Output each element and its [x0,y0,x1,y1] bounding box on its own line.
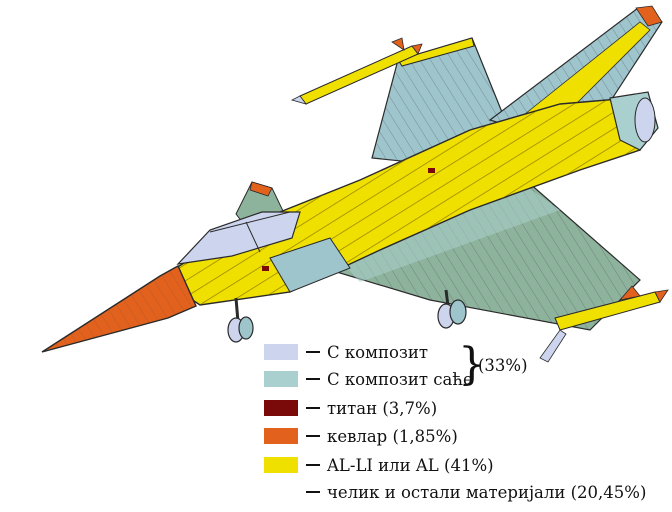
legend-swatch [264,428,298,444]
legend-label: челик и остали материјали (20,45%) [327,482,647,502]
legend-swatch [264,484,298,500]
legend-item-steel-other: челик и остали материјали (20,45%) [264,481,646,503]
legend-swatch [264,457,298,473]
nose-gear [227,297,254,343]
legend-item-titanium: титан (3,7%) [264,397,437,419]
upper-missile [290,37,423,105]
legend-item-c-composite-honeycomb: С композит саће [264,368,473,390]
legend-item-kevlar: кевлар (1,85%) [264,425,458,447]
legend-swatch [264,371,298,387]
legend-dash [306,464,320,466]
air-intake [269,237,351,293]
legend-dash [306,378,320,380]
main-gear [437,289,467,329]
legend-dash [306,407,320,409]
canopy [176,211,301,265]
legend-swatch [264,344,298,360]
legend-item-c-composite: С композит [264,341,428,363]
titanium-part [262,266,269,271]
legend-group-percent: (33%) [478,356,528,375]
legend-label: титан (3,7%) [327,398,438,418]
legend-dash [306,435,320,437]
legend-swatch [264,400,298,416]
right-wing-tip-pylon [397,37,475,67]
legend-label: AL-LI или AL (41%) [327,455,494,475]
legend-item-al-li: AL-LI или AL (41%) [264,454,494,476]
legend-dash [306,491,320,493]
legend-label: кевлар (1,85%) [327,426,458,446]
legend-label: С композит саће [327,369,473,389]
legend-group-brace: } [458,339,486,390]
lower-missile [539,285,669,363]
legend-label: С композит [327,342,429,362]
legend-dash [306,351,320,353]
